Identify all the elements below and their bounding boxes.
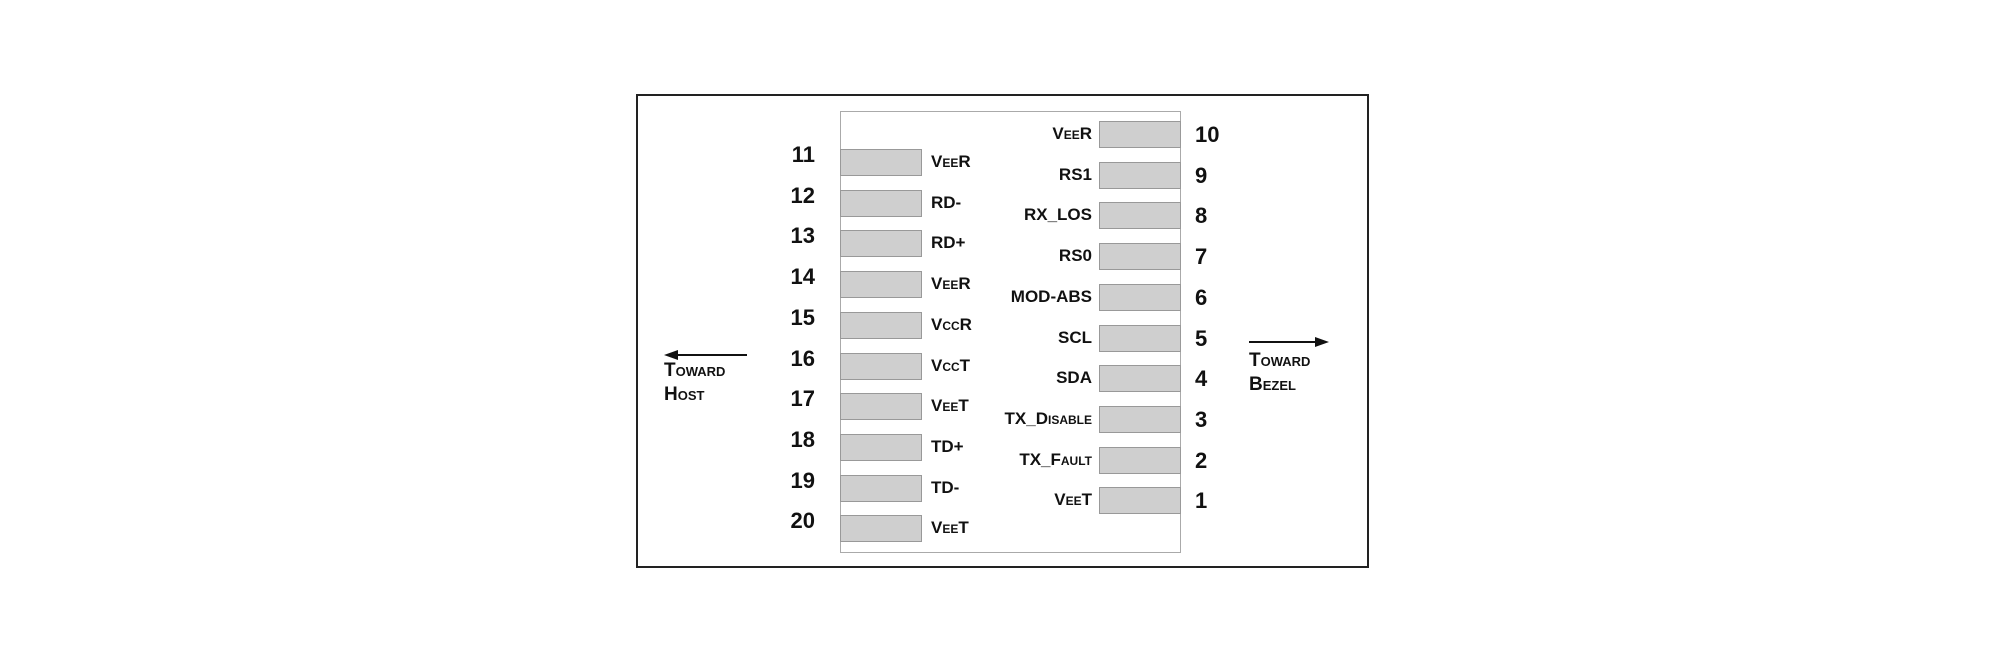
pin-pad-left: [840, 352, 922, 380]
pin-label: RS0: [1058, 246, 1092, 266]
pin-number: 8: [1195, 203, 1208, 229]
pin-pad-right: [1099, 446, 1181, 474]
pin-pad-right: [1099, 161, 1181, 189]
pin-label: VeeT: [1054, 490, 1092, 510]
pin-pad-right: [1099, 121, 1181, 148]
pin-label: TX_Disable: [1004, 408, 1092, 428]
pin-number: 20: [790, 508, 815, 534]
pin-pad-left: [840, 189, 922, 217]
pin-number: 5: [1195, 325, 1208, 351]
pin-label: RD-: [931, 192, 962, 212]
pin-pad-right: [1099, 202, 1181, 230]
pin-pad-left: [840, 393, 922, 421]
pin-number: 1: [1195, 488, 1208, 514]
pin-pad-right: [1099, 487, 1181, 515]
toward-host-label: Toward Host: [664, 359, 725, 407]
pin-pad-right: [1099, 405, 1181, 433]
diagram-frame: [636, 94, 1369, 568]
pin-label: VeeT: [931, 396, 969, 416]
pin-pad-left: [840, 230, 922, 258]
pin-number: 15: [790, 304, 815, 330]
pin-number: 12: [790, 182, 815, 208]
pin-label: TD-: [931, 477, 960, 497]
pin-label: SCL: [1058, 327, 1092, 347]
pin-number: 7: [1195, 244, 1208, 270]
pin-number: 14: [790, 264, 815, 290]
pin-label: VccR: [931, 314, 972, 334]
pin-pad-right: [1099, 365, 1181, 393]
pin-pad-right: [1099, 283, 1181, 311]
toward-bezel-label: Toward Bezel: [1249, 349, 1310, 397]
pin-number: 6: [1195, 284, 1208, 310]
pin-pad-left: [840, 149, 922, 176]
pin-pad-left: [840, 474, 922, 502]
pin-number: 16: [790, 345, 815, 371]
pin-label: TD+: [931, 436, 964, 456]
toward-bezel-line1: Toward: [1249, 350, 1311, 371]
pin-label: VeeR: [1052, 124, 1092, 143]
pin-label: RX_LOS: [1023, 205, 1092, 225]
pin-label: SDA: [1056, 368, 1092, 388]
pin-label: VeeR: [931, 274, 971, 294]
pin-number: 13: [790, 223, 815, 249]
arrow-left-icon: [664, 350, 747, 360]
toward-bezel-line2: Bezel: [1249, 374, 1296, 395]
pin-label: RS1: [1058, 164, 1092, 184]
pin-label: TX_Fault: [1019, 449, 1092, 469]
pin-label: VccT: [931, 355, 971, 375]
pin-label: RD+: [931, 233, 966, 253]
pin-number: 4: [1195, 366, 1208, 392]
pin-number: 9: [1195, 162, 1208, 188]
pin-pad-left: [840, 311, 922, 339]
pin-pad-right: [1099, 243, 1181, 271]
pin-pad-left: [840, 433, 922, 461]
toward-host-line2: Host: [664, 384, 705, 405]
pin-number: 18: [790, 426, 815, 452]
pin-number: 17: [790, 386, 815, 412]
pin-number: 19: [790, 467, 815, 493]
pin-label: MOD-ABS: [1010, 286, 1092, 306]
pin-pad-left: [840, 515, 922, 543]
pin-number: 2: [1195, 447, 1208, 473]
pin-number: 11: [791, 142, 815, 167]
arrow-right-icon: [1249, 337, 1329, 347]
pin-pad-right: [1099, 324, 1181, 352]
pin-number: 3: [1195, 406, 1208, 432]
pin-number: 10: [1195, 122, 1220, 147]
pin-label: VeeT: [931, 518, 969, 538]
toward-host-line1: Toward: [664, 360, 726, 381]
pin-pad-left: [840, 271, 922, 299]
pin-label: VeeR: [931, 152, 971, 171]
